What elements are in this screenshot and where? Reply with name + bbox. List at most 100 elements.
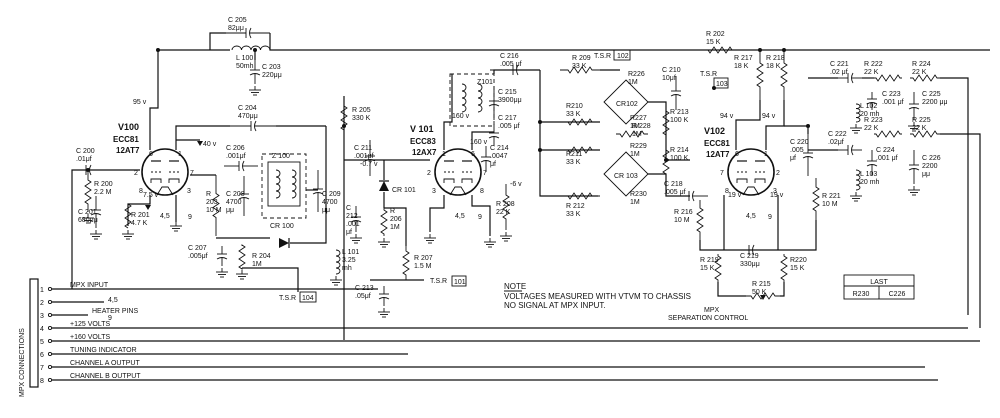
tube-pin-number: 6	[149, 151, 153, 158]
tsr104-lead	[242, 267, 299, 292]
resistor-r209	[560, 66, 600, 74]
junction-dot	[538, 120, 542, 124]
r215-label: R 215	[752, 281, 771, 288]
capacitor-c212	[350, 206, 362, 232]
c221-label: C 221	[830, 61, 849, 68]
v102-plate-b	[765, 100, 785, 150]
tube-pin-number: 7	[190, 170, 194, 177]
resistor-r220	[780, 254, 788, 282]
connection-label-5: +160 VOLTS	[70, 334, 110, 341]
tube-pin-number: 7	[483, 170, 487, 177]
diode-bridge-cr102	[603, 79, 649, 125]
tube-pin-number: 2	[776, 170, 780, 177]
r211-label: 33 K	[566, 159, 581, 166]
capacitor-c205	[226, 27, 270, 39]
v102-type: ECC81	[704, 139, 730, 148]
r218-label: R 218	[766, 55, 785, 62]
r221-label: R 221	[822, 193, 841, 200]
tsr102-label: T.S.R	[594, 53, 611, 60]
l103-label: L 103	[860, 171, 877, 178]
c207-label: C 207	[188, 245, 207, 252]
heater-pins-label: HEATER PINS	[92, 308, 138, 315]
resistor-r206	[380, 208, 388, 236]
resistor-r205	[340, 96, 348, 140]
tube-pin-number: 3	[432, 188, 436, 195]
channel-b-out	[940, 133, 981, 328]
tube-pin-number: 6	[735, 151, 739, 158]
c206-label: C 206	[226, 145, 245, 152]
ground-symbol	[378, 308, 390, 318]
l103-label: 20 mh	[860, 179, 880, 186]
heater-pin-b: 9	[108, 315, 112, 322]
last-box-c226: C226	[889, 291, 906, 298]
r209-label: 33 K	[572, 63, 587, 70]
arrow-marker	[760, 295, 766, 300]
r226-label: 1M	[628, 79, 638, 86]
r204-label: R 204	[252, 253, 271, 260]
r201-label: R 201	[131, 212, 150, 219]
resistor-r224	[910, 74, 940, 82]
c221-label: .02 μf	[830, 69, 848, 76]
c212-label: μf	[346, 229, 352, 236]
l101-label: mh	[342, 265, 352, 272]
v101-heater-9: 9	[478, 214, 482, 221]
resistor-r211	[560, 146, 600, 154]
tube-pin-number: 8	[480, 188, 484, 195]
z100-transformer	[267, 161, 301, 207]
c205-label: C 205	[228, 17, 247, 24]
r206-label: 1M	[390, 224, 400, 231]
c213-label: .05μf	[355, 293, 371, 300]
connection-terminal	[47, 325, 53, 331]
c225-label: C 225	[922, 91, 941, 98]
resistor-r207	[402, 246, 410, 280]
tsr101-label: T.S.R	[430, 278, 447, 285]
c201-label: 680μμ	[78, 217, 98, 224]
inductor-l102	[855, 103, 861, 123]
r228-label: R 228	[632, 123, 651, 130]
r210-label: 33 K	[566, 111, 581, 118]
r219-label: R 219	[700, 257, 719, 264]
cr100-label: CR 100	[270, 223, 294, 230]
resistor-r200	[84, 172, 92, 212]
voltage-19v-b: 19 v	[770, 192, 784, 199]
component-symbols	[29, 27, 940, 388]
cr103-label: CR 103	[614, 173, 638, 180]
c226-label: 2200	[922, 163, 938, 170]
voltage-94v-b: 94 v	[762, 113, 776, 120]
c208-label: C 208	[226, 191, 245, 198]
tsr104-label: T.S.R	[279, 295, 296, 302]
tube-pin-number: 3	[187, 188, 191, 195]
c211-label: .001μf	[354, 153, 374, 160]
voltage-95v: 95 v	[133, 99, 147, 106]
c220-label: μf	[790, 155, 796, 162]
v100-plate	[149, 49, 230, 150]
voltage-19v-a: 19 v	[728, 192, 742, 199]
r212-label: 33 K	[566, 211, 581, 218]
resistor-r212	[560, 192, 600, 200]
v100-type: ECC81	[113, 135, 139, 144]
resistor-r214	[662, 144, 670, 180]
c212-label: C	[346, 205, 351, 212]
c220-label: C 220	[790, 139, 809, 146]
tube-pin-number: 2	[134, 170, 138, 177]
connection-terminal	[47, 299, 53, 305]
r230-label: R230	[630, 191, 647, 198]
connection-label-1: MPX INPUT	[70, 282, 109, 289]
capacitor-c204	[230, 120, 276, 132]
note-line-1: VOLTAGES MEASURED WITH VTVM TO CHASSIS	[504, 292, 691, 301]
v100-cathode	[127, 195, 151, 226]
v100-heater-4-5: 4,5	[160, 213, 170, 220]
resistor-r222	[874, 74, 902, 82]
connection-label-8: CHANNEL B OUTPUT	[70, 373, 141, 380]
c205-lead	[209, 32, 226, 50]
diode-cr100	[279, 238, 290, 248]
ground-symbol	[330, 276, 342, 286]
tube-pin-number: 6	[471, 151, 475, 158]
capacitor-c201	[90, 196, 102, 228]
r226-label: R226	[628, 71, 645, 78]
l102-label: L 102	[860, 103, 877, 110]
c201-label: C 201	[78, 209, 97, 216]
r214-label: 100 K	[670, 155, 689, 162]
voltage-94v-a: 94 v	[720, 113, 734, 120]
